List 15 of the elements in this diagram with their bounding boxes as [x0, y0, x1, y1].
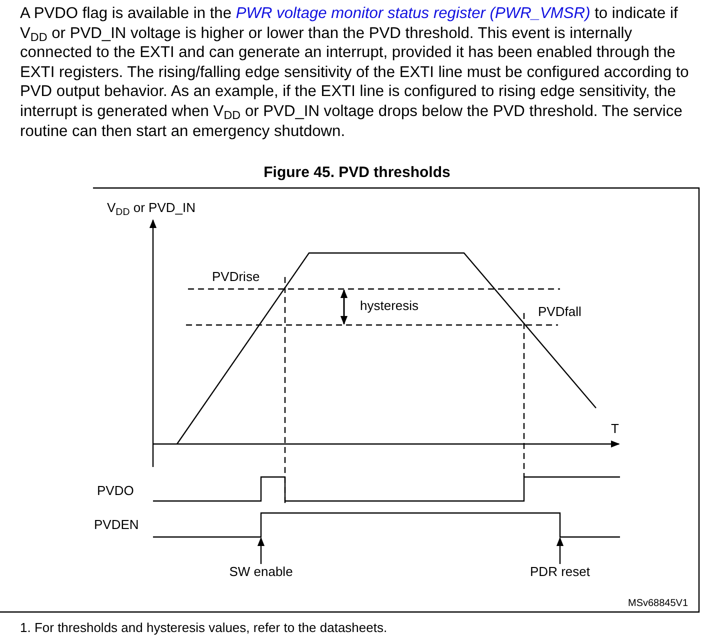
threshold-label: PVDrise — [212, 269, 260, 284]
threshold-label: PVDfall — [538, 304, 582, 319]
signal-name: PVDO — [97, 483, 134, 498]
axis-label: V$_{DD}$ or PVD_IN — [107, 200, 196, 215]
dimension-label: hysteresis — [360, 298, 419, 313]
event-label: PDR reset — [500, 564, 620, 579]
axis-label: T — [611, 421, 619, 436]
event-label: SW enable — [201, 564, 321, 579]
signal-name: PVDEN — [94, 517, 139, 532]
figure-id: MSv68845V1 — [628, 598, 688, 609]
footnote: 1. For thresholds and hysteresis values, refer to the datasheets. — [20, 620, 388, 635]
arrow — [257, 537, 265, 564]
arrow — [556, 537, 564, 564]
paragraph: A PVDO flag is available in the PWR voltage monitor status register (PWR_VMSR) to indicate if V$_{DD}$ or PVD_IN voltage is higher or lower than the PVD threshold. This event is internally connected to the EXTI and can generate an interrupt, provided it has been enabled through the EXTI registers. The rising/falling edge sensitivity of the EXTI line must be configured according to PVD output behavior. As an example, if the EXTI line is configured to rising edge sensitivity, the interrupt is generated when V$_{DD}$ or PVD_IN voltage drops below the PVD threshold. The service routine can then start an emergency shutdown. — [20, 4, 690, 142]
figure-title: Figure 45. PVD thresholds — [262, 164, 452, 181]
